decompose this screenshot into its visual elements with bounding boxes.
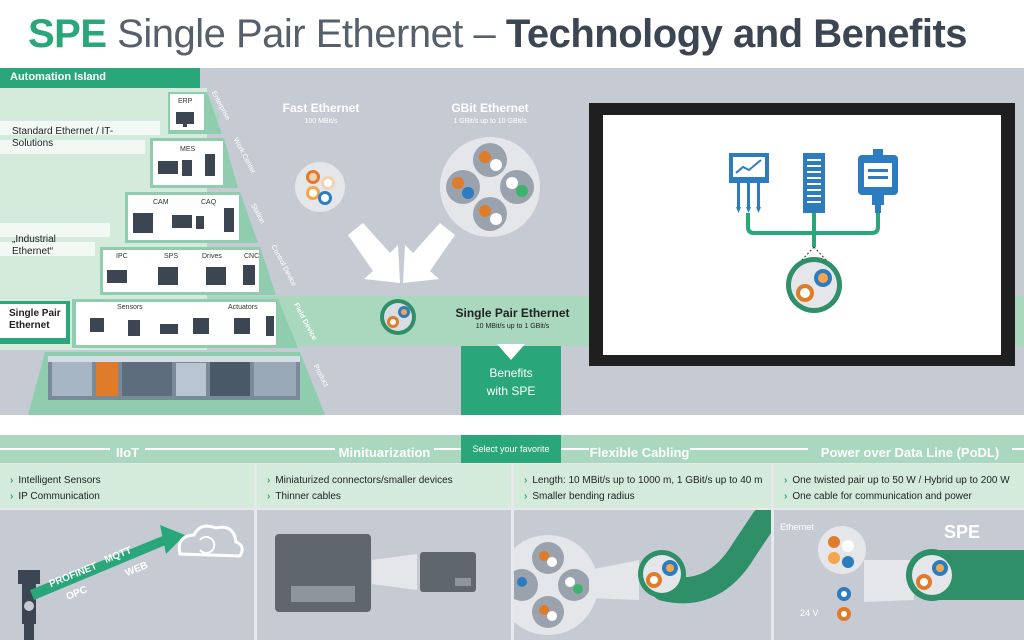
fast-ethernet-label: Fast Ethernet [282, 101, 360, 115]
display-screen [603, 115, 1001, 355]
pyramid-header: Automation Island [10, 71, 106, 83]
spe-network-diagram [729, 149, 898, 313]
category-flexible-cabling-title[interactable]: Flexible Cabling [589, 445, 690, 460]
spe-label: Single Pair Ethernet [455, 306, 570, 320]
select-favorite-box[interactable]: Select your favorite [461, 435, 561, 463]
cloud-sync-icon [177, 524, 244, 558]
title-prefix: SPE [28, 12, 107, 56]
fast-ethernet-speed: 100 MBit/s [304, 118, 338, 125]
list-item: ›Smaller bending radius [524, 491, 635, 502]
flexible-cabling-picture [498, 507, 777, 640]
category-podl-title[interactable]: Power over Data Line (PoDL) [820, 445, 1000, 460]
header-line [1012, 448, 1024, 450]
podl-bullets: ›One twisted pair up to 50 W / Hybrid up… [774, 464, 1024, 508]
arrow-down-icon [348, 223, 400, 283]
sensor-icon [18, 570, 40, 584]
item-drives: Drives [202, 253, 222, 260]
label-single-pair-ethernet: Single Pair Ethernet [9, 308, 61, 331]
category-minituarization-title[interactable]: Minituarization [338, 445, 431, 460]
item-cnc: CNC [244, 253, 260, 260]
category-iiot-title[interactable]: IIoT [115, 445, 140, 460]
automation-pyramid [0, 68, 325, 415]
gbit-ethernet-label: GBit Ethernet [451, 101, 529, 115]
list-item: ›Intelligent Sensors [10, 475, 101, 486]
item-mes: MES [180, 146, 196, 153]
arrow-down-icon [497, 344, 525, 360]
item-cam: CAM [153, 199, 169, 206]
list-item: ›IP Communication [10, 491, 100, 502]
item-sensors: Sensors [117, 304, 143, 311]
header-line [0, 448, 110, 450]
list-item: ›One twisted pair up to 50 W / Hybrid up… [784, 475, 1010, 486]
item-actuators: Actuators [228, 304, 258, 311]
benefits-line1: Benefits [489, 366, 533, 380]
iiot-bullets: ›Intelligent Sensors ›IP Communication [0, 464, 254, 508]
list-item: ›Length: 10 MBit/s up to 1000 m, 1 GBit/… [524, 475, 763, 486]
title-bold: Technology and Benefits [505, 12, 968, 56]
header-line [145, 448, 335, 450]
item-caq: CAQ [201, 199, 217, 206]
minituarization-bullets: ›Miniaturized connectors/smaller devices… [257, 464, 511, 508]
header-line [561, 448, 589, 450]
page-title: SPE Single Pair Ethernet – Technology an… [28, 12, 968, 57]
item-ipc: IPC [116, 253, 128, 260]
iiot-picture: PROFINET OPC MQTT WEB [0, 510, 254, 640]
benefits-line2: with SPE [486, 384, 536, 398]
display-panel [589, 103, 1015, 366]
list-item: ›Thinner cables [267, 491, 341, 502]
item-sps: SPS [164, 253, 179, 260]
title-bar: SPE Single Pair Ethernet – Technology an… [0, 0, 1024, 68]
title-middle: Single Pair Ethernet – [106, 12, 506, 56]
podl-picture: Ethernet SPE 24 V [774, 510, 1024, 640]
arrow-down-icon [403, 223, 455, 283]
cable-cross-section-icon [295, 137, 540, 335]
header-line [434, 448, 461, 450]
list-item: ›Miniaturized connectors/smaller devices [267, 475, 453, 486]
label-industrial-ethernet: „Industrial Ethernet“ [12, 234, 56, 257]
separator [0, 415, 1024, 435]
spe-speed: 10 MBit/s up to 1 GBit/s [475, 323, 550, 330]
podl-spe-label: SPE [944, 522, 981, 542]
label-standard-ethernet: Standard Ethernet / IT-Solutions [12, 126, 114, 149]
flexible-cabling-bullets: ›Length: 10 MBit/s up to 1000 m, 1 GBit/… [514, 464, 771, 508]
select-favorite-label: Select your favorite [472, 444, 550, 454]
podl-volt-label: 24 V [800, 608, 819, 618]
podl-ethernet-label: Ethernet [780, 522, 815, 532]
list-item: ›One cable for communication and power [784, 491, 972, 502]
item-erp: ERP [178, 98, 193, 105]
minituarization-picture [257, 510, 511, 640]
header-line [690, 448, 808, 450]
gbit-ethernet-speed: 1 GBit/s up to 10 GBit/s [453, 118, 527, 125]
